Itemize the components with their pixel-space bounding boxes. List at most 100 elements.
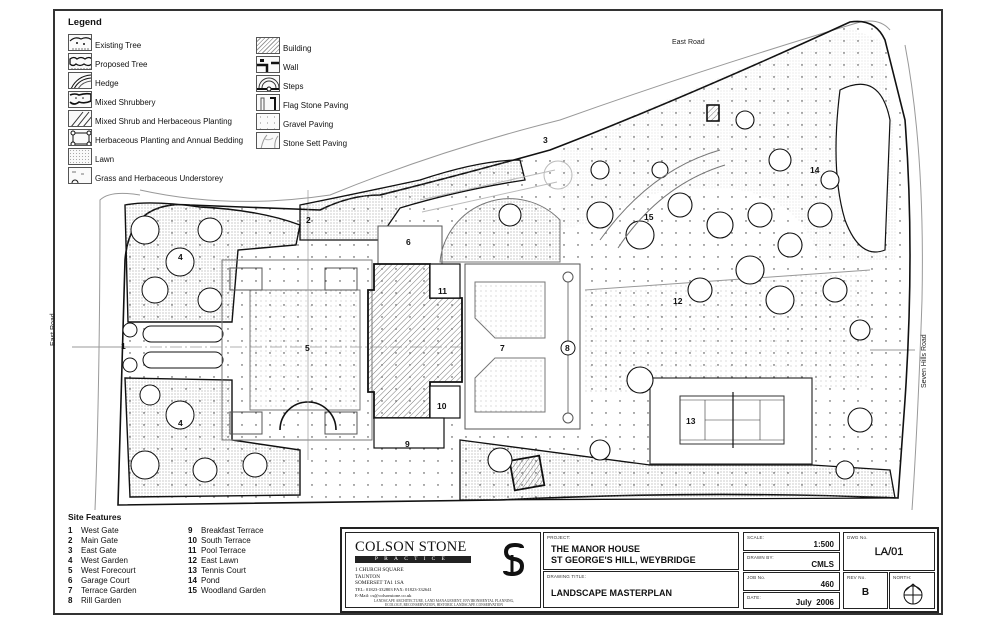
legend-item-gravel: Gravel Paving (256, 112, 333, 130)
legend-label: Grass and Herbaceous Understorey (95, 174, 224, 183)
legend-label: Lawn (95, 155, 115, 164)
project-line-1: THE MANOR HOUSE (551, 544, 641, 554)
contact-line: TEL: 01823-332803 FAX: 01823-332641 (355, 587, 432, 592)
legend-label: Building (283, 44, 312, 53)
rev-no-box: REV No. B (843, 572, 888, 609)
legend-item-mixed-shrub-herbaceous: Mixed Shrub and Herbaceous Planting (68, 109, 232, 127)
north-box: NORTH: (889, 572, 935, 609)
legend-label: Proposed Tree (95, 60, 148, 69)
project-line-2: ST GEORGE'S HILL, WEYBRIDGE (551, 555, 696, 565)
legend-label: Wall (283, 63, 299, 72)
dwg-no-value: LA/01 (874, 546, 904, 558)
wall-swatch-icon (256, 56, 280, 73)
stone-sett-swatch-icon (256, 132, 280, 149)
job-no-value: 460 (820, 580, 834, 589)
legend-item-flag-stone: Flag Stone Paving (256, 93, 348, 111)
existing-tree-swatch-icon (68, 34, 92, 51)
legend-label: Flag Stone Paving (283, 101, 349, 110)
steps-swatch-icon (256, 75, 280, 92)
marker-woodland-garden: 15 (644, 212, 654, 222)
marker-west-garden-south: 4 (178, 418, 183, 428)
mixed-shrubbery-swatch-icon (68, 91, 92, 108)
drawing-title: LANDSCAPE MASTERPLAN (551, 588, 673, 598)
marker-pool-terrace: 11 (438, 286, 447, 296)
drawn-by-box: DRAWN BY: CMLS (743, 552, 840, 571)
project-panel: PROJECT: THE MANOR HOUSE ST GEORGE'S HIL… (543, 532, 739, 570)
north-arrow-icon (903, 583, 923, 605)
marker-garage-court: 6 (406, 237, 411, 247)
address-line-3: SOMERSET TA1 1SA (355, 580, 404, 586)
marker-breakfast-terrace: 9 (405, 439, 410, 449)
marker-south-terrace: 10 (437, 401, 447, 411)
gravel-swatch-icon (256, 113, 280, 130)
marker-west-garden-north: 4 (178, 252, 183, 262)
cs-monogram-icon (503, 543, 525, 577)
legend-title: Legend (68, 17, 102, 28)
legend-label: Steps (283, 82, 304, 91)
legend-item-existing-tree: Existing Tree (68, 33, 141, 51)
legend-label: Stone Sett Paving (283, 139, 348, 148)
practice-name: COLSON STONE (355, 539, 467, 555)
road-label-east-road: East Road (672, 39, 705, 46)
job-no-box: JOB No. 460 (743, 572, 840, 591)
proposed-tree-swatch-icon (68, 53, 92, 70)
legend-item-stone-sett: Stone Sett Paving (256, 131, 347, 149)
marker-east-lawn: 12 (673, 296, 683, 306)
services-line: LANDSCAPE ARCHITECTURE, LAND MANAGEMENT,… (373, 599, 515, 608)
legend-item-steps: Steps (256, 74, 303, 92)
legend-item-grass-understorey: Grass and Herbaceous Understorey (68, 166, 223, 184)
road-label-east-road-west: East Road (50, 313, 57, 346)
rev-no-value: B (861, 587, 870, 598)
legend-label: Existing Tree (95, 41, 142, 50)
legend-label: Mixed Shrubbery (95, 98, 156, 107)
legend-label: Hedge (95, 79, 119, 88)
address-line-2: TAUNTON (355, 573, 381, 580)
flag-stone-swatch-icon (256, 94, 280, 111)
legend-label: Gravel Paving (283, 120, 334, 129)
marker-pond: 14 (810, 165, 820, 175)
site-features-title: Site Features (68, 512, 122, 522)
legend-item-wall: Wall (256, 55, 298, 73)
drawn-by-value: CMLS (811, 560, 834, 569)
scale-value: 1:500 (813, 540, 834, 549)
marker-terrace-garden: 7 (500, 343, 505, 353)
marker-east-gate: 3 (543, 135, 548, 145)
dwg-no-box: DWG No. LA/01 (843, 532, 935, 571)
scale-box: SCALE: 1:500 (743, 532, 840, 551)
title-block: COLSON STONE PRACTICE 1 CHURCH SQUARE TA… (340, 527, 939, 613)
address-line-1: 1 CHURCH SQUARE (355, 567, 404, 573)
legend-label: Mixed Shrub and Herbaceous Planting (95, 117, 232, 126)
hedge-swatch-icon (68, 72, 92, 89)
legend-item-herbaceous-bedding: Herbaceous Planting and Annual Bedding (68, 128, 243, 146)
road-label-seven-hills-road: Seven Hills Road (921, 334, 928, 388)
marker-rill-garden: 8 (565, 343, 570, 353)
legend-item-proposed-tree: Proposed Tree (68, 52, 147, 70)
marker-tennis-court: 13 (686, 416, 696, 426)
marker-west-gate: 1 (121, 341, 126, 351)
legend-item-hedge: Hedge (68, 71, 119, 89)
legend-item-building: Building (256, 36, 311, 54)
practice-panel: COLSON STONE PRACTICE 1 CHURCH SQUARE TA… (345, 532, 541, 608)
date-value: July 2006 (795, 598, 834, 607)
marker-main-gate: 2 (306, 215, 311, 225)
legend-item-mixed-shrubbery: Mixed Shrubbery (68, 90, 155, 108)
marker-west-forecourt: 5 (305, 343, 310, 353)
date-box: DATE: July 2006 (743, 592, 840, 609)
legend-item-lawn: Lawn (68, 147, 114, 165)
legend-label: Herbaceous Planting and Annual Bedding (95, 136, 244, 145)
herbaceous-bedding-swatch-icon (68, 129, 92, 146)
